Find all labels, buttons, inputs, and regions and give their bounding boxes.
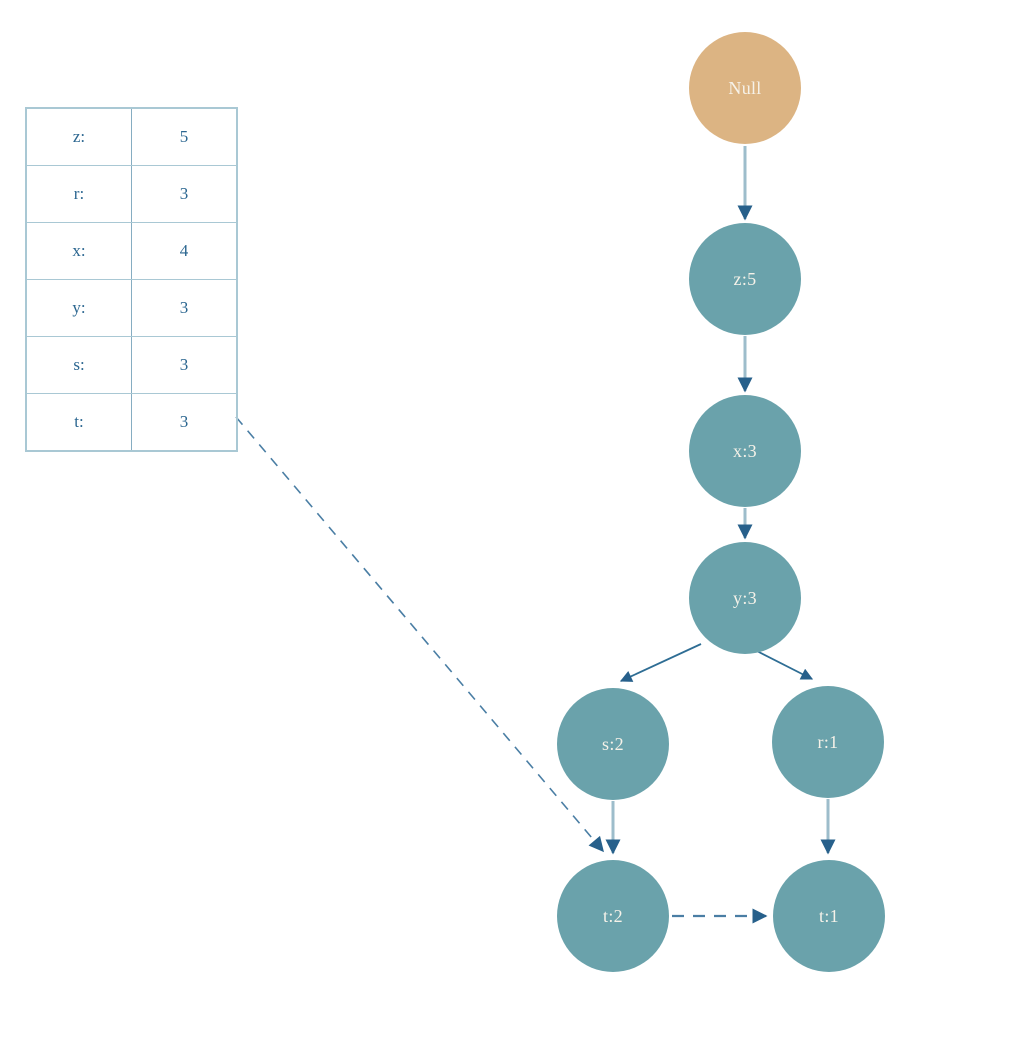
- node-z5: z:5: [689, 223, 801, 335]
- edge-table-t2-dashed: [235, 416, 604, 853]
- table-row: z: 5: [25, 107, 238, 166]
- edge-y3-s2: [619, 643, 702, 682]
- node-s2: s:2: [557, 688, 669, 800]
- variable-value-cell: 3: [131, 165, 238, 223]
- variable-name-cell: y:: [25, 279, 132, 337]
- node-t1: t:1: [773, 860, 885, 972]
- node-null: Null: [689, 32, 801, 144]
- variables-table: z: 5 r: 3 x: 4 y: 3 s: 3 t: 3: [25, 107, 238, 452]
- node-label: y:3: [733, 587, 757, 608]
- node-r1: r:1: [772, 686, 884, 798]
- node-label: Null: [728, 77, 762, 98]
- variable-name-cell: r:: [25, 165, 132, 223]
- variable-value-cell: 3: [131, 336, 238, 394]
- variable-name-cell: x:: [25, 222, 132, 280]
- table-row: y: 3: [25, 279, 238, 337]
- node-label: t:2: [603, 905, 623, 926]
- node-label: t:1: [819, 905, 839, 926]
- table-row: s: 3: [25, 336, 238, 394]
- table-row: t: 3: [25, 393, 238, 452]
- variable-name-cell: z:: [25, 107, 132, 166]
- variable-value-cell: 4: [131, 222, 238, 280]
- edge-y3-r1: [752, 648, 814, 680]
- table-row: x: 4: [25, 222, 238, 280]
- node-y3: y:3: [689, 542, 801, 654]
- node-t2: t:2: [557, 860, 669, 972]
- node-label: x:3: [733, 440, 757, 461]
- variable-name-cell: t:: [25, 393, 132, 452]
- node-label: z:5: [733, 268, 757, 289]
- node-label: s:2: [602, 733, 624, 754]
- table-row: r: 3: [25, 165, 238, 223]
- node-label: r:1: [817, 731, 839, 752]
- variable-name-cell: s:: [25, 336, 132, 394]
- variable-value-cell: 5: [131, 107, 238, 166]
- variable-value-cell: 3: [131, 279, 238, 337]
- variable-value-cell: 3: [131, 393, 238, 452]
- node-x3: x:3: [689, 395, 801, 507]
